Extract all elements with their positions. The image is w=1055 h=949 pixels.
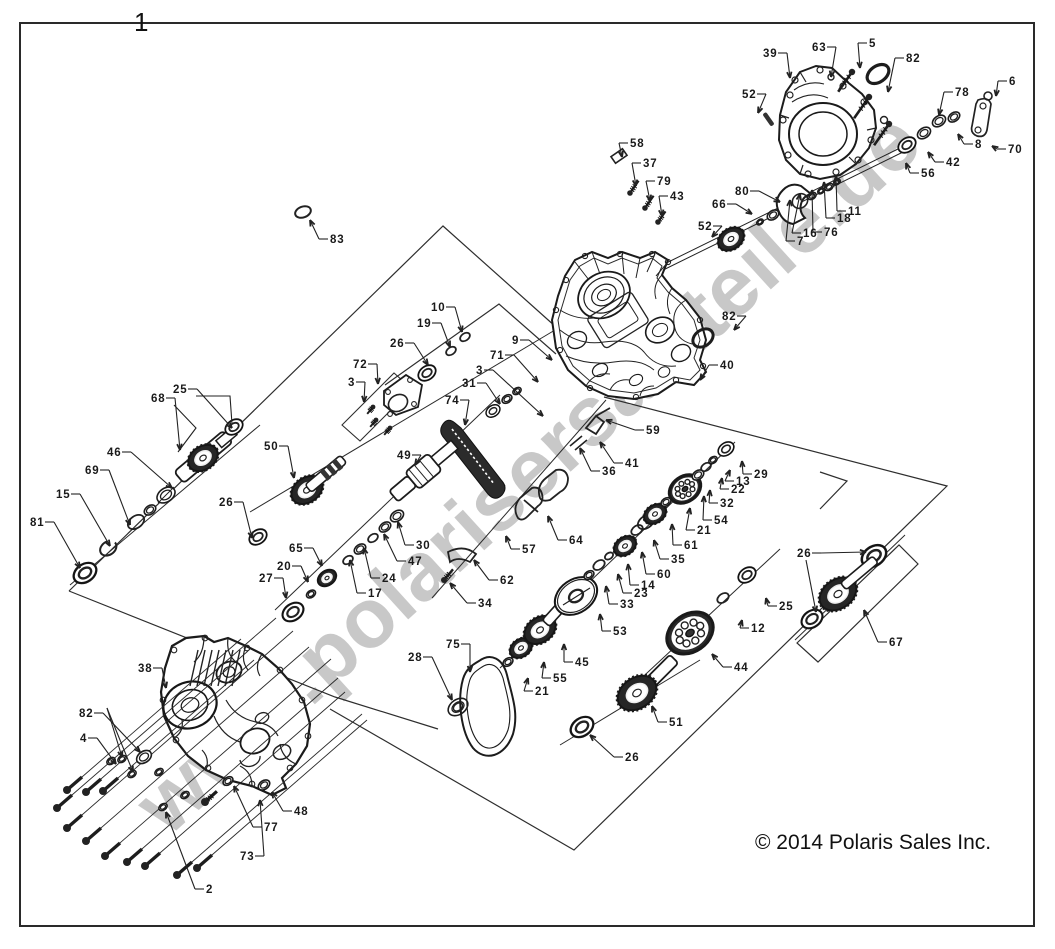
svg-text:© 2014 Polaris Sales Inc.: © 2014 Polaris Sales Inc. bbox=[755, 831, 991, 854]
svg-text:18: 18 bbox=[837, 213, 851, 225]
svg-text:29: 29 bbox=[754, 469, 768, 481]
svg-text:21: 21 bbox=[535, 686, 549, 698]
svg-text:2: 2 bbox=[206, 884, 213, 896]
svg-text:43: 43 bbox=[670, 191, 684, 203]
svg-text:70: 70 bbox=[1008, 144, 1022, 156]
svg-text:61: 61 bbox=[684, 540, 698, 552]
svg-text:71: 71 bbox=[490, 350, 504, 362]
svg-text:9: 9 bbox=[512, 335, 519, 347]
svg-text:4: 4 bbox=[80, 733, 87, 745]
svg-text:53: 53 bbox=[613, 626, 627, 638]
svg-text:8: 8 bbox=[975, 139, 982, 151]
svg-text:65: 65 bbox=[289, 543, 303, 555]
svg-text:82: 82 bbox=[722, 311, 736, 323]
svg-text:1: 1 bbox=[134, 7, 148, 37]
svg-text:39: 39 bbox=[763, 48, 777, 60]
svg-text:56: 56 bbox=[921, 168, 935, 180]
svg-text:80: 80 bbox=[735, 186, 749, 198]
svg-text:75: 75 bbox=[446, 639, 460, 651]
svg-text:79: 79 bbox=[657, 176, 671, 188]
svg-text:67: 67 bbox=[889, 637, 903, 649]
svg-text:38: 38 bbox=[138, 663, 152, 675]
svg-text:83: 83 bbox=[330, 234, 344, 246]
svg-text:30: 30 bbox=[416, 540, 430, 552]
svg-text:19: 19 bbox=[417, 318, 431, 330]
svg-text:13: 13 bbox=[736, 476, 750, 488]
svg-text:27: 27 bbox=[259, 573, 273, 585]
svg-text:52: 52 bbox=[742, 89, 756, 101]
svg-text:64: 64 bbox=[569, 535, 583, 547]
svg-text:72: 72 bbox=[353, 359, 367, 371]
svg-text:26: 26 bbox=[390, 338, 404, 350]
svg-text:41: 41 bbox=[625, 458, 639, 470]
svg-text:73: 73 bbox=[240, 851, 254, 863]
svg-text:42: 42 bbox=[946, 157, 960, 169]
svg-text:48: 48 bbox=[294, 806, 308, 818]
svg-text:57: 57 bbox=[522, 544, 536, 556]
svg-text:76: 76 bbox=[824, 227, 838, 239]
svg-text:81: 81 bbox=[30, 517, 44, 529]
svg-text:3: 3 bbox=[476, 365, 483, 377]
svg-text:40: 40 bbox=[720, 360, 734, 372]
svg-text:46: 46 bbox=[107, 447, 121, 459]
svg-text:32: 32 bbox=[720, 498, 734, 510]
svg-text:58: 58 bbox=[630, 138, 644, 150]
svg-text:20: 20 bbox=[277, 561, 291, 573]
svg-text:45: 45 bbox=[575, 657, 589, 669]
svg-text:15: 15 bbox=[56, 489, 70, 501]
svg-text:7: 7 bbox=[797, 236, 804, 248]
svg-text:26: 26 bbox=[797, 548, 811, 560]
svg-text:12: 12 bbox=[751, 623, 765, 635]
svg-text:82: 82 bbox=[79, 708, 93, 720]
svg-text:77: 77 bbox=[264, 822, 278, 834]
svg-text:17: 17 bbox=[368, 588, 382, 600]
svg-text:26: 26 bbox=[219, 497, 233, 509]
svg-text:31: 31 bbox=[462, 378, 476, 390]
svg-text:60: 60 bbox=[657, 569, 671, 581]
svg-text:63: 63 bbox=[812, 42, 826, 54]
svg-text:25: 25 bbox=[779, 601, 793, 613]
svg-text:5: 5 bbox=[869, 38, 876, 50]
svg-text:6: 6 bbox=[1009, 76, 1016, 88]
svg-text:50: 50 bbox=[264, 441, 278, 453]
svg-text:62: 62 bbox=[500, 575, 514, 587]
svg-text:10: 10 bbox=[431, 302, 445, 314]
svg-text:44: 44 bbox=[734, 662, 748, 674]
svg-text:28: 28 bbox=[408, 652, 422, 664]
svg-text:14: 14 bbox=[641, 580, 655, 592]
svg-text:78: 78 bbox=[955, 87, 969, 99]
svg-text:54: 54 bbox=[714, 515, 728, 527]
svg-text:26: 26 bbox=[625, 752, 639, 764]
svg-text:66: 66 bbox=[712, 199, 726, 211]
svg-text:24: 24 bbox=[382, 573, 396, 585]
svg-text:47: 47 bbox=[408, 556, 422, 568]
svg-text:33: 33 bbox=[620, 599, 634, 611]
svg-text:3: 3 bbox=[348, 377, 355, 389]
svg-text:59: 59 bbox=[646, 425, 660, 437]
svg-text:51: 51 bbox=[669, 717, 683, 729]
svg-text:21: 21 bbox=[697, 525, 711, 537]
svg-text:55: 55 bbox=[553, 673, 567, 685]
svg-text:68: 68 bbox=[151, 393, 165, 405]
svg-text:16: 16 bbox=[803, 228, 817, 240]
svg-text:35: 35 bbox=[671, 554, 685, 566]
svg-text:52: 52 bbox=[698, 221, 712, 233]
svg-text:69: 69 bbox=[85, 465, 99, 477]
svg-text:82: 82 bbox=[906, 53, 920, 65]
svg-text:37: 37 bbox=[643, 158, 657, 170]
svg-text:34: 34 bbox=[478, 598, 492, 610]
svg-text:36: 36 bbox=[602, 466, 616, 478]
svg-text:74: 74 bbox=[445, 395, 459, 407]
svg-text:49: 49 bbox=[397, 450, 411, 462]
svg-text:25: 25 bbox=[173, 384, 187, 396]
